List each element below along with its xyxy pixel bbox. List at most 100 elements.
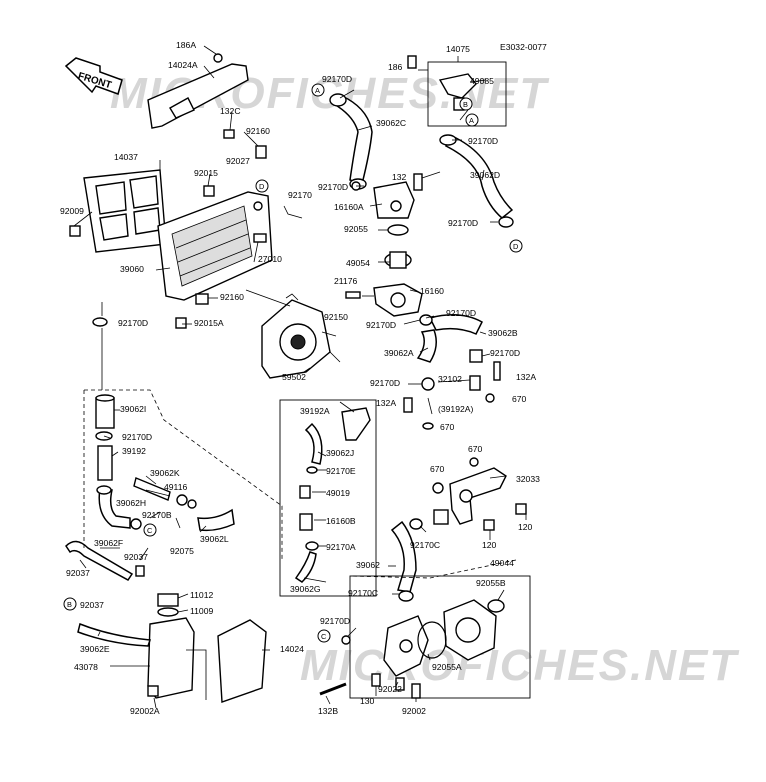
callout: 92170D [366, 320, 396, 330]
callout: 39062A [384, 348, 414, 358]
callout: 49044 [490, 558, 514, 568]
watermark-bottom: MICROFICHES.NET [300, 641, 739, 690]
callout: 92170D [320, 616, 350, 626]
callout: 21176 [334, 276, 357, 286]
callout: 32033 [516, 474, 540, 484]
callout: 670 [512, 394, 527, 404]
callout: 39060 [120, 264, 144, 274]
callout: 39062D [470, 170, 500, 180]
callout: 132A [516, 372, 536, 382]
callout: 130 [360, 696, 375, 706]
callout: 16160 [420, 286, 444, 296]
pump-bolts [319, 635, 421, 699]
callout: 92170E [326, 466, 356, 476]
callout: 39062I [120, 404, 146, 414]
callout: 670 [430, 464, 445, 474]
callout: 92170D [118, 318, 148, 328]
callout: 92170C [410, 540, 440, 550]
bypass-hose-box [279, 399, 377, 597]
callout: 59502 [282, 372, 306, 382]
bolt-92002A [147, 685, 159, 697]
ref-marker-D2: D [509, 239, 523, 253]
callout: 92002 [402, 706, 426, 716]
callout-labels: 186A 14024A 132C 92160 92027 14037 92015… [60, 40, 540, 716]
callout: 49019 [326, 488, 350, 498]
callout: 16160A [334, 202, 364, 212]
callout: 92015A [194, 318, 224, 328]
callout: 14037 [114, 152, 138, 162]
pipe-39062I [95, 394, 115, 429]
reserve-tank-43078 [147, 593, 207, 700]
hose-39062E [77, 622, 152, 647]
ref-marker-A2-label: A [469, 116, 474, 125]
callout: 39062H [116, 498, 146, 508]
callout: 132A [376, 398, 396, 408]
callout: 14024A [168, 60, 198, 70]
ref-marker-A1: A [311, 83, 325, 97]
reserve-valve-14075 [407, 55, 477, 111]
callout: 39062K [150, 468, 180, 478]
callout: 92009 [60, 206, 84, 216]
pump-body [383, 590, 447, 677]
callout: 92055A [432, 662, 462, 672]
ref-marker-D1-label: D [259, 182, 264, 191]
callout: 92170C [348, 588, 378, 598]
callout: 92075 [170, 546, 194, 556]
ref-marker-D1: D [255, 179, 269, 193]
callout: 132B [318, 706, 338, 716]
callout: 49116 [164, 482, 187, 492]
hose-39062L [197, 508, 235, 532]
callout: 92002A [130, 706, 160, 716]
callout: 132C [220, 106, 241, 116]
leader-lines [73, 45, 527, 709]
hose-39062D [439, 134, 514, 228]
callout: 11009 [190, 606, 213, 616]
callout: 92015 [194, 168, 218, 178]
fitting-39062K [133, 477, 197, 509]
callout: 92027 [226, 156, 250, 166]
ref-marker-B1-label: B [463, 100, 468, 109]
callout: 92022 [378, 684, 402, 694]
callout: 92055 [344, 224, 368, 234]
ref-marker-D2-label: D [513, 242, 518, 251]
callout: 92170D [122, 432, 152, 442]
gasket-92055 [387, 224, 409, 236]
radiator-39060 [157, 191, 273, 329]
bolts-left [69, 129, 267, 237]
bypass-parts [294, 407, 371, 583]
callout: 92170 [288, 190, 312, 200]
callout: 92037 [66, 568, 90, 578]
ref-marker-C2-label: C [321, 632, 327, 641]
pipe-39192 [97, 445, 113, 481]
callout: 27010 [258, 254, 282, 264]
callout: 120 [518, 522, 533, 532]
callout: 92170D [446, 308, 476, 318]
hose-39062 [390, 518, 423, 593]
callout: 132 [392, 172, 407, 182]
reserve-valve-box [427, 61, 507, 127]
radiator-grill-14037 [83, 169, 167, 253]
callout: 92037 [124, 552, 148, 562]
callout: 92160 [246, 126, 270, 136]
callout: 39062J [326, 448, 354, 458]
pipe-39062F [65, 540, 145, 581]
callout: (39192A) [438, 404, 473, 414]
fan-assembly-59502 [261, 293, 341, 379]
callout: 39192A [300, 406, 330, 416]
ref-marker-C2: C [317, 629, 331, 643]
callout: 92170D [370, 378, 400, 388]
fan-switch-27010 [253, 205, 303, 243]
tank-cover-14024 [217, 619, 267, 703]
callout: 92160 [220, 292, 244, 302]
callout: 92037 [80, 600, 104, 610]
callout: 49054 [346, 258, 370, 268]
callout: 43078 [74, 662, 98, 672]
callout: 39062F [94, 538, 123, 548]
callout: 92170B [142, 510, 172, 520]
callout: 92170D [490, 348, 520, 358]
callout: 186A [176, 40, 196, 50]
water-pump-49044 [443, 599, 505, 661]
callout: 14075 [446, 44, 470, 54]
thermostat-49054 [384, 251, 412, 269]
